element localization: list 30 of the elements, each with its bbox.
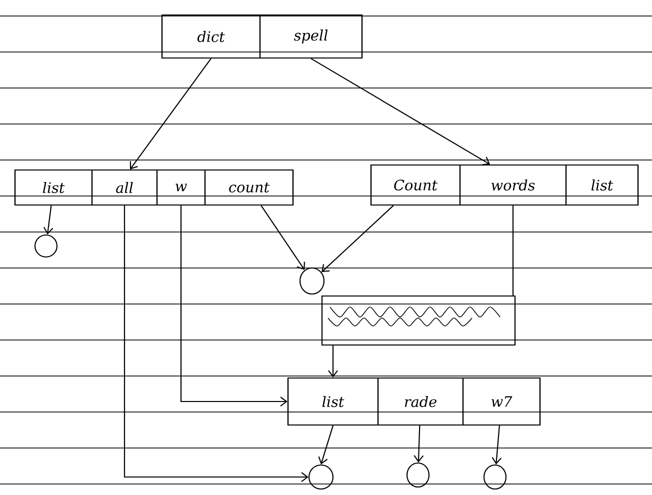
arrow <box>414 426 424 462</box>
null-circle <box>483 464 507 490</box>
arrow <box>310 58 490 166</box>
arrow <box>43 205 54 235</box>
arrow <box>318 425 334 464</box>
record-cell: Count <box>370 164 461 206</box>
null-circle <box>299 267 325 295</box>
record-cell: all <box>91 169 158 206</box>
connector-line <box>512 206 514 296</box>
record-cell: list <box>565 164 639 206</box>
record-cell: list <box>14 169 93 206</box>
record-cell: spell <box>259 14 363 59</box>
null-circle <box>34 234 58 258</box>
null-circle <box>406 462 430 488</box>
arrow <box>180 206 288 406</box>
arrow <box>124 206 308 482</box>
null-circle <box>308 464 334 490</box>
arrow <box>130 58 212 170</box>
arrow <box>328 346 338 378</box>
arrow <box>260 205 306 270</box>
record-cell: rade <box>377 377 464 426</box>
arrow <box>322 205 394 272</box>
record-cell: list <box>287 377 379 426</box>
crossed-out-box <box>321 295 516 346</box>
record-cell: count <box>204 169 294 206</box>
record-cell: w7 <box>462 377 541 426</box>
record-cell: dict <box>161 14 261 59</box>
record-cell: w <box>156 169 206 206</box>
arrow <box>492 426 502 464</box>
record-cell: words <box>459 164 567 206</box>
